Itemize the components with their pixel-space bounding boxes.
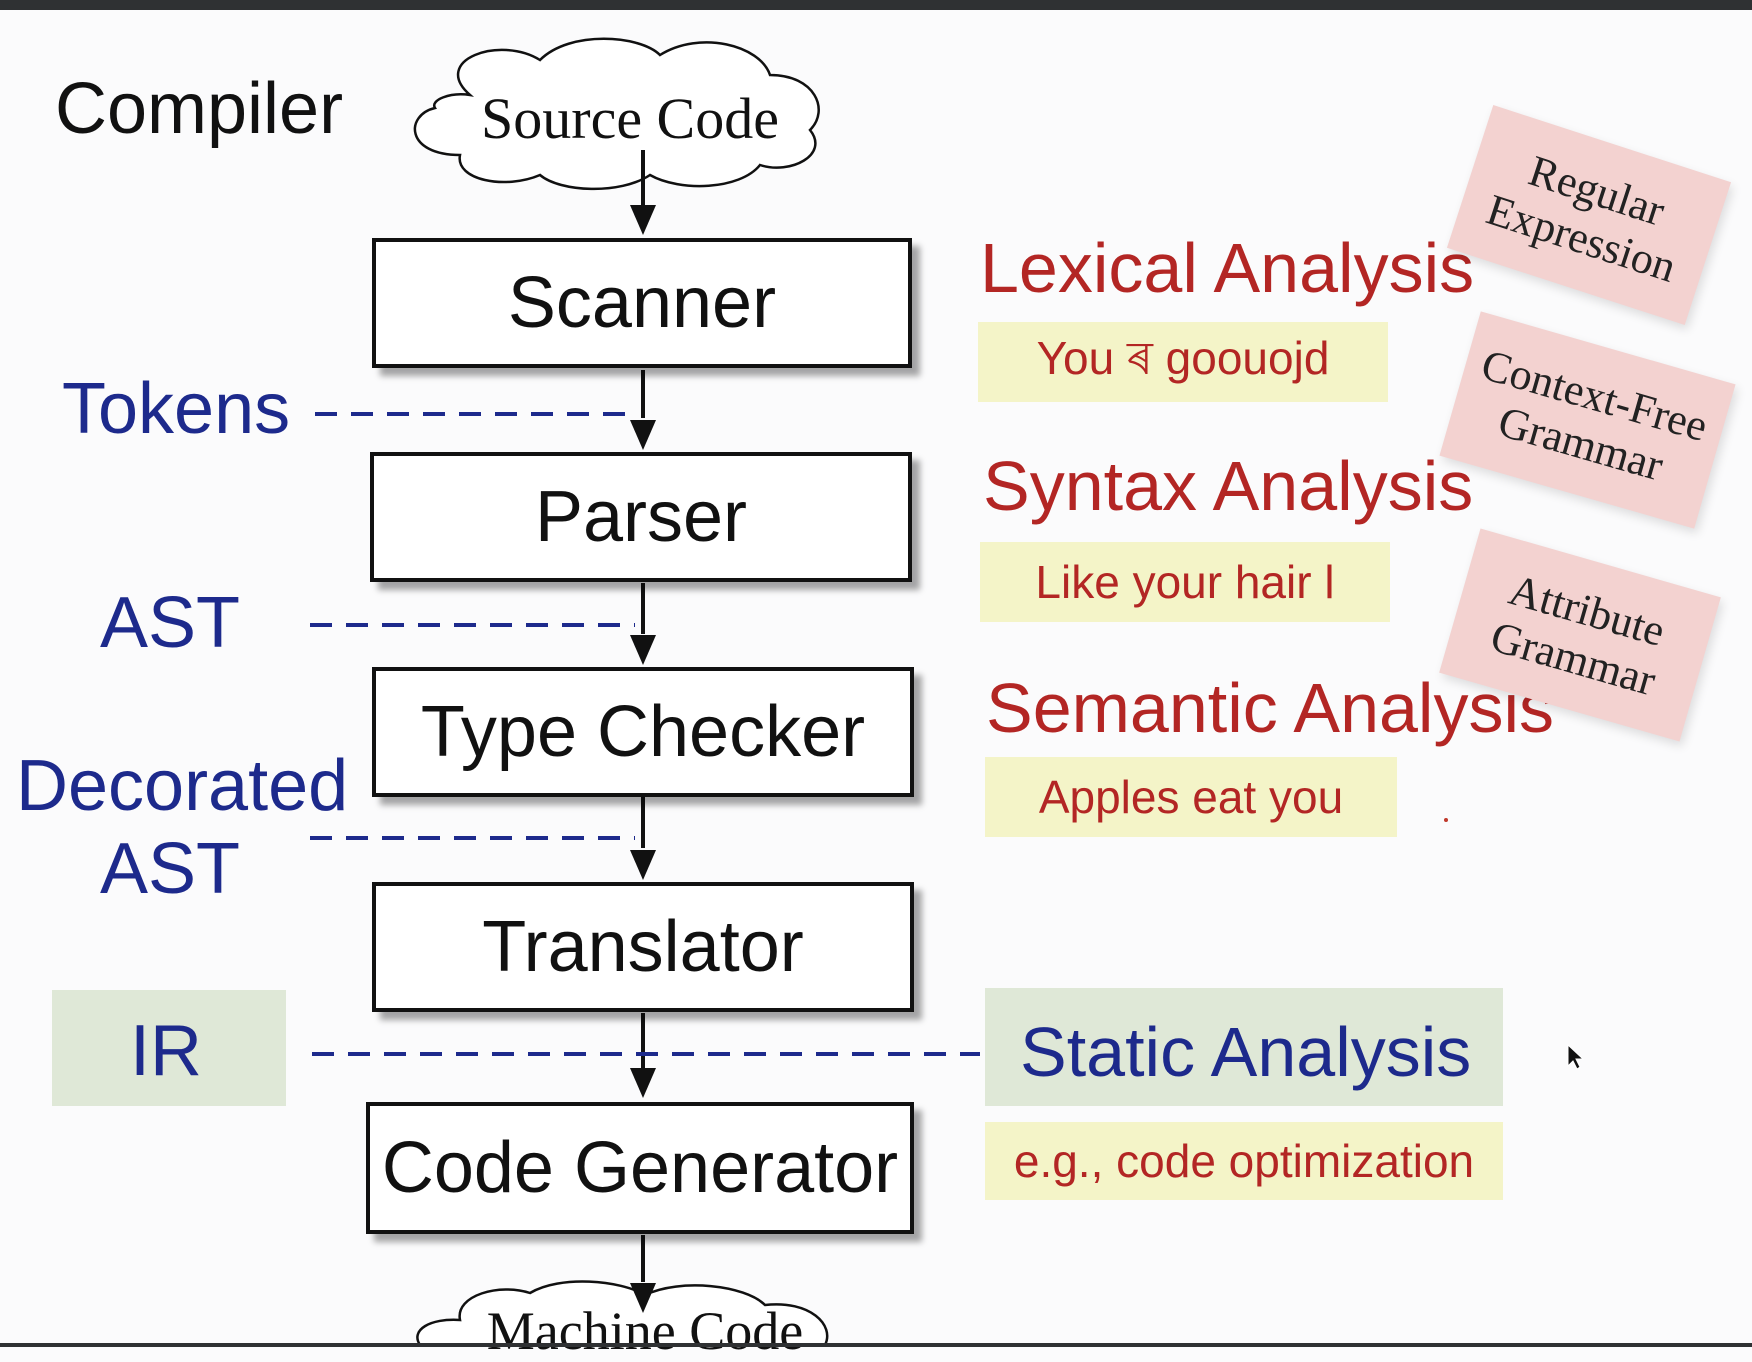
- stage-parser-label: Parser: [534, 477, 748, 557]
- stage-scanner: Scanner: [372, 238, 912, 368]
- source-code-label: Source Code: [481, 86, 779, 151]
- semantic-analysis-title: Semantic Analysis: [986, 669, 1555, 747]
- stage-translator-label: Translator: [482, 907, 804, 987]
- static-example-note: e.g., code optimization: [985, 1122, 1503, 1200]
- source-code-cloud: [413, 37, 820, 191]
- semantic-example-text: Apples eat you: [1038, 771, 1344, 823]
- mouse-pointer-icon: [1567, 1043, 1585, 1070]
- lexical-example-text: You ৰ goouojd: [1036, 332, 1330, 384]
- stage-translator: Translator: [372, 882, 914, 1012]
- syntax-example-text: Like your hair l: [1035, 556, 1335, 608]
- static-analysis-title: Static Analysis: [1020, 1013, 1472, 1091]
- stage-scanner-label: Scanner: [507, 263, 777, 343]
- stage-code-generator-label: Code Generator: [381, 1128, 899, 1208]
- machine-code-label: Machine Code: [486, 1301, 804, 1361]
- stage-type-checker: Type Checker: [372, 667, 914, 797]
- lexical-analysis-title: Lexical Analysis: [980, 229, 1475, 307]
- arrowhead: [630, 635, 656, 665]
- ast-label: AST: [100, 583, 241, 663]
- ir-label: IR: [130, 1011, 202, 1091]
- ir-highlight: [52, 990, 286, 1106]
- arrowhead: [630, 1068, 656, 1098]
- tokens-label: Tokens: [62, 369, 291, 449]
- lexical-example-note: You ৰ goouojd: [978, 322, 1388, 402]
- semantic-example-note: Apples eat you: [985, 757, 1397, 837]
- syntax-analysis-title: Syntax Analysis: [983, 447, 1474, 525]
- static-example-text: e.g., code optimization: [1013, 1135, 1475, 1187]
- static-analysis-highlight: [985, 988, 1503, 1106]
- arrowhead: [630, 1283, 656, 1313]
- arrowhead: [630, 420, 656, 450]
- syntax-example-note: Like your hair l: [980, 542, 1390, 622]
- stray-dot: [1444, 818, 1448, 822]
- stage-code-generator: Code Generator: [366, 1102, 914, 1234]
- top-window-bar: [0, 0, 1752, 10]
- decorated-ast-label-line1: Decorated: [16, 746, 349, 826]
- arrowhead: [630, 850, 656, 880]
- arrowhead: [630, 205, 656, 235]
- diagram-title: Compiler: [55, 69, 344, 149]
- bottom-window-bar: [0, 1343, 1752, 1347]
- stage-parser: Parser: [370, 452, 912, 582]
- decorated-ast-label-line2: AST: [100, 829, 241, 909]
- stage-type-checker-label: Type Checker: [420, 692, 866, 772]
